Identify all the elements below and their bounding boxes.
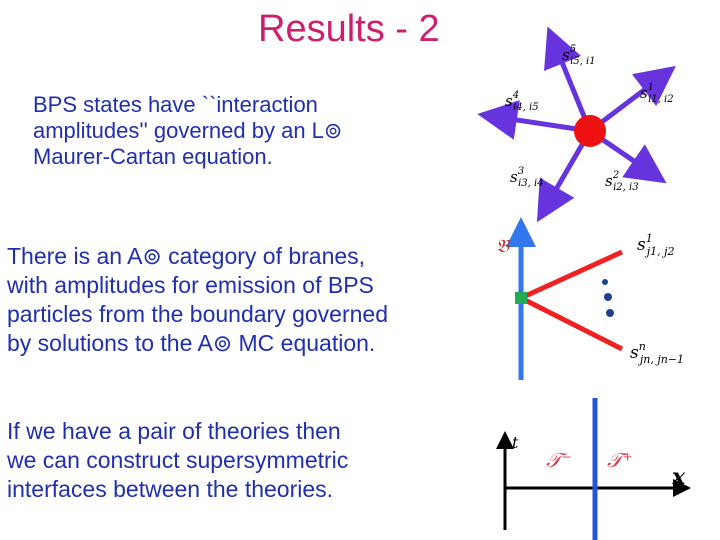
ellipsis-dot [604, 293, 612, 301]
paragraph-line: BPS states have ``interaction [33, 92, 318, 117]
paragraph-interaction-amplitudes: BPS states have ``interaction amplitudes… [33, 92, 473, 170]
t-axis-label: t [512, 433, 519, 452]
paragraph-line: particles from the boundary governed [7, 301, 388, 327]
vertex-node [574, 115, 606, 147]
paragraph-line: with amplitudes for emission of BPS [7, 272, 374, 298]
ellipsis-dot [602, 279, 608, 285]
ellipsis-dot [606, 309, 614, 317]
paragraph-line: by solutions to the A⊚ MC equation. [7, 330, 376, 356]
boundary-vertex [515, 292, 527, 304]
paragraph-line: Maurer-Cartan equation. [33, 144, 273, 169]
ray-top [519, 249, 624, 301]
paragraph-line: we can construct supersymmetric [7, 447, 349, 473]
left-theory-label: 𝒯⁻ [546, 448, 572, 472]
paragraph-line: interfaces between the theories. [7, 476, 334, 502]
right-theory-label: 𝒯⁺ [607, 448, 633, 472]
paragraph-line: If we have a pair of theories then [7, 418, 341, 444]
boundary-label: 𝔅 [496, 236, 511, 257]
slide-title: Results - 2 [258, 8, 440, 50]
x-axis-label: x [671, 464, 686, 490]
paragraph-line: amplitudes'' governed by an L⊚ [33, 118, 343, 143]
ray-bottom [519, 295, 624, 352]
paragraph-line: There is an A⊚ category of branes, [7, 243, 366, 269]
interface-diagram: t x 𝒯⁻ 𝒯⁺ [496, 398, 691, 540]
paragraph-interfaces: If we have a pair of theories then we ca… [7, 417, 447, 504]
paragraph-branes-category: There is an A⊚ category of branes, with … [7, 242, 487, 358]
